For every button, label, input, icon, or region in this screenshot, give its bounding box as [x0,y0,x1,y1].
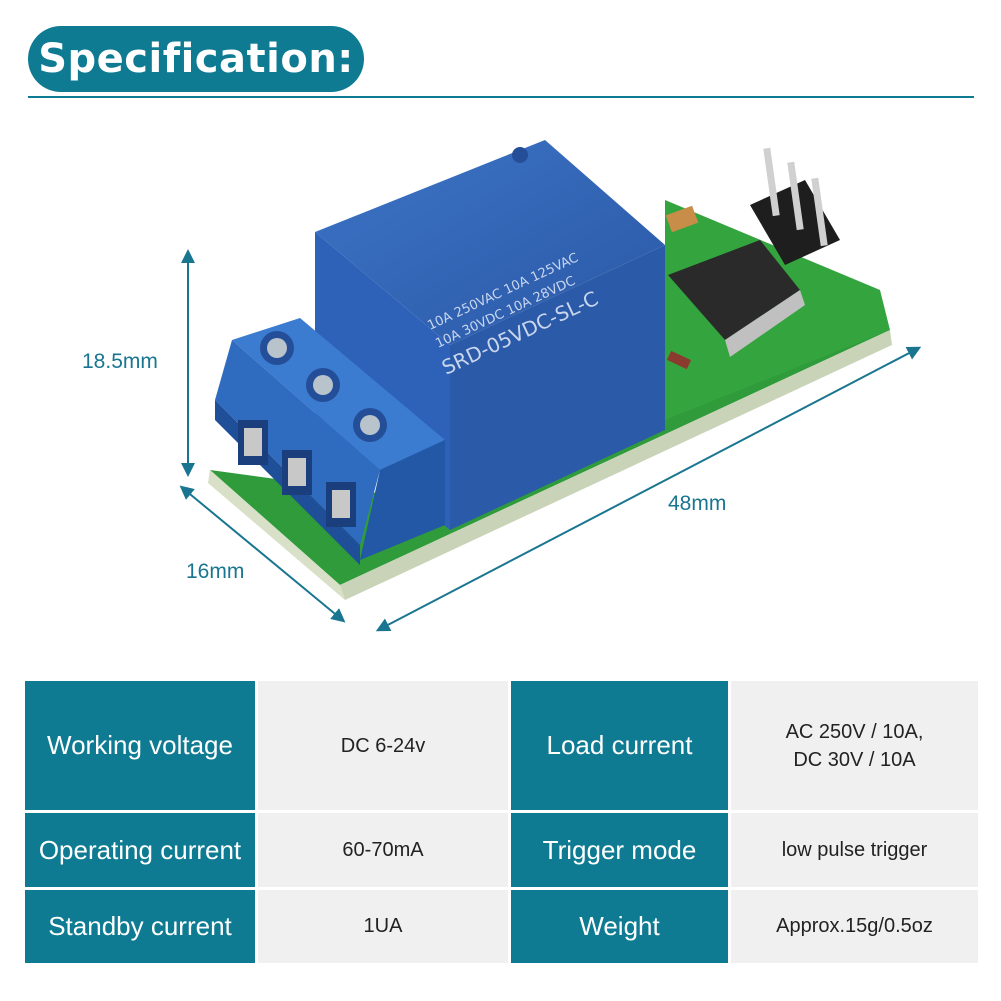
spec-value-working-voltage: DC 6-24v [255,677,511,814]
title-divider [28,96,974,98]
spec-key-load-current: Load current [508,677,731,814]
spec-key-standby-current: Standby current [22,886,258,967]
spec-title: Specification: [28,26,364,92]
spec-key-trigger-mode: Trigger mode [508,810,731,890]
header-pins [750,147,840,265]
height-dimension-label: 18.5mm [82,350,158,373]
spec-value-trigger-mode: low pulse trigger [728,810,981,890]
spec-key-working-voltage: Working voltage [22,677,258,814]
length-arrow [375,346,922,632]
dimension-arrows [179,249,922,632]
spec-value-standby-current: 1UA [255,886,511,967]
smd-components [665,205,805,370]
table-row: Operating current 60-70mA Trigger mode l… [22,810,981,890]
spec-value-weight: Approx.15g/0.5oz [728,886,981,967]
relay-module-illustration: 10A 250VAC 10A 125VAC 10A 30VDC 10A 28VD… [179,140,922,632]
width-dimension-label: 16mm [186,560,245,583]
spec-key-weight: Weight [508,886,731,967]
width-arrow [179,485,346,623]
spec-value-load-current: AC 250V / 10A,DC 30V / 10A [728,677,981,814]
spec-key-operating-current: Operating current [22,810,258,890]
table-row: Standby current 1UA Weight Approx.15g/0.… [22,886,981,967]
length-dimension-label: 48mm [668,492,727,515]
spec-value-operating-current: 60-70mA [255,810,511,890]
table-row: Working voltage DC 6-24v Load current AC… [22,677,981,814]
spec-table: Working voltage DC 6-24v Load current AC… [22,677,981,967]
